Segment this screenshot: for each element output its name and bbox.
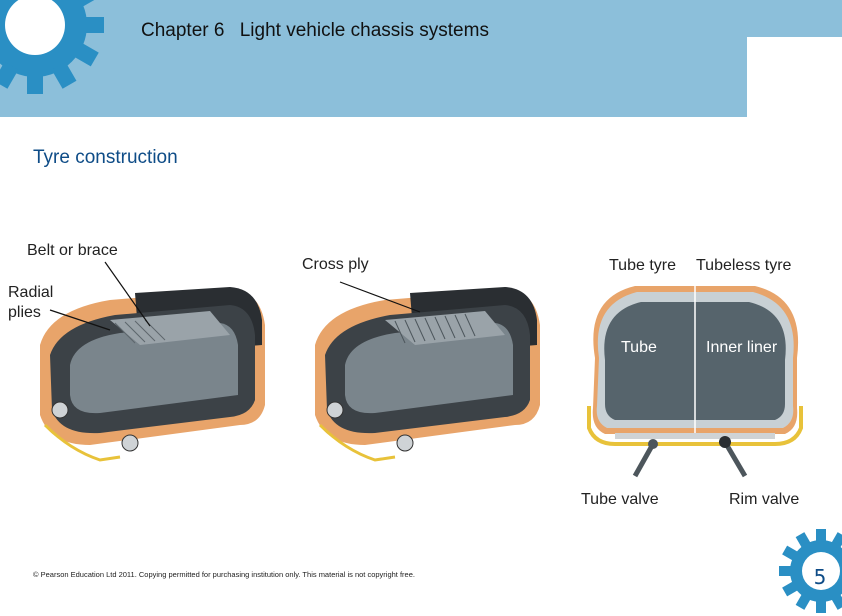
header-notch — [747, 37, 842, 117]
label-cross-ply: Cross ply — [302, 256, 369, 273]
chapter-title: Light vehicle chassis systems — [239, 20, 489, 41]
header-band — [0, 0, 747, 117]
header-title: Chapter 6 Light vehicle chassis systems — [141, 20, 489, 42]
slide-title: Tyre construction — [33, 147, 178, 168]
page-number: 5 — [813, 565, 827, 589]
copyright-notice: © Pearson Education Ltd 2011. Copying pe… — [33, 570, 415, 579]
tube-tubeless-cross-section — [587, 282, 803, 478]
label-tube-tyre: Tube tyre — [609, 257, 676, 274]
label-inner-liner: Inner liner — [706, 339, 778, 356]
label-tube-valve: Tube valve — [581, 491, 659, 508]
label-belt-or-brace: Belt or brace — [27, 242, 118, 259]
label-rim-valve: Rim valve — [729, 491, 800, 508]
leader-lines — [49, 261, 421, 331]
header-right-strip — [747, 0, 842, 37]
radial-tyre-illustration — [40, 287, 265, 462]
gear-icon — [0, 0, 104, 94]
label-tubeless-tyre: Tubeless tyre — [696, 257, 792, 274]
cross-ply-tyre-illustration — [315, 287, 540, 462]
chapter-label: Chapter 6 — [141, 20, 225, 41]
label-radial: Radial — [8, 284, 54, 301]
label-tube: Tube — [621, 339, 657, 356]
label-plies: plies — [8, 304, 41, 321]
